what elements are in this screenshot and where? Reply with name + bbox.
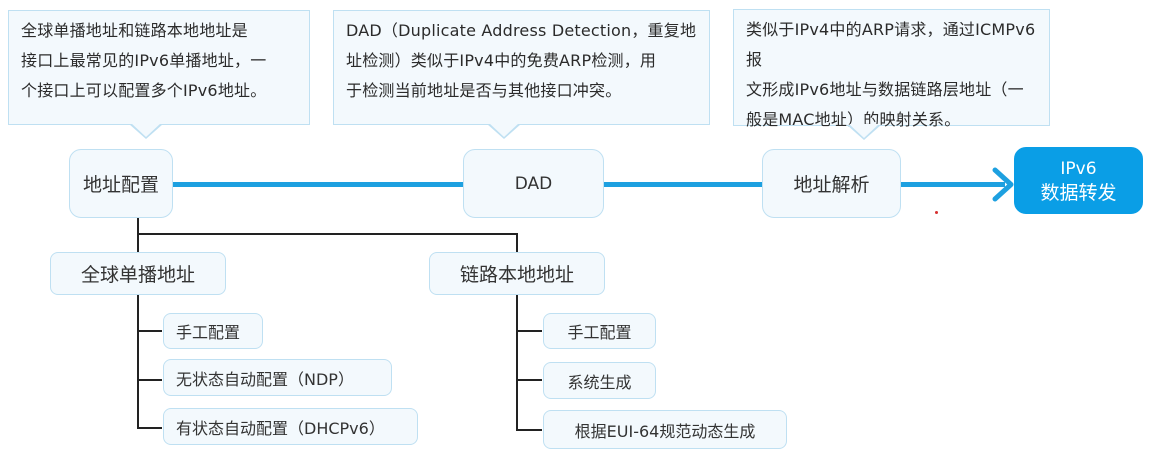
callout-line: 址检测）类似于IPv4中的免费ARP检测，用 (346, 51, 657, 70)
leaf-link-system[interactable]: 系统生成 (543, 362, 656, 399)
flow-step-address-resolution[interactable]: 地址解析 (762, 149, 901, 218)
branch-label: 全球单播地址 (80, 264, 195, 286)
leaf-label: 手工配置 (567, 323, 632, 342)
callout-line: 文形成IPv6地址与数据链路层地址（一 (746, 80, 1024, 99)
leaf-link-manual[interactable]: 手工配置 (543, 313, 656, 349)
callout-line: 类似于IPv4中的ARP请求，通过ICMPv6报 (746, 20, 1036, 69)
leaf-global-manual[interactable]: 手工配置 (163, 313, 263, 349)
tree-connector (516, 330, 542, 332)
flow-connector (171, 182, 465, 187)
cursor-dot (935, 211, 938, 214)
tree-connector (516, 295, 518, 430)
flow-step-ipv6-forwarding[interactable]: IPv6 数据转发 (1014, 147, 1143, 214)
callout-line: DAD（Duplicate Address Detection，重复地 (346, 21, 697, 40)
callout-address-resolution: 类似于IPv4中的ARP请求，通过ICMPv6报 文形成IPv6地址与数据链路层… (733, 9, 1050, 140)
flow-step-label: 地址配置 (82, 174, 159, 196)
leaf-global-stateful[interactable]: 有状态自动配置（DHCPv6） (163, 408, 418, 445)
final-step-line2: 数据转发 (1040, 181, 1117, 204)
tree-connector (516, 429, 542, 431)
flow-connector (899, 182, 1005, 187)
leaf-label: 系统生成 (567, 372, 632, 392)
callout-dad: DAD（Duplicate Address Detection，重复地 址检测）… (333, 10, 710, 139)
tree-connector (137, 218, 139, 234)
callout-line: 个接口上可以配置多个IPv6地址。 (21, 81, 267, 100)
callout-address-config: 全球单播地址和链路本地地址是 接口上最常见的IPv6单播地址，一 个接口上可以配… (8, 10, 310, 139)
branch-link-local[interactable]: 链路本地地址 (429, 252, 605, 295)
tree-connector (137, 295, 139, 428)
callout-line: 全球单播地址和链路本地地址是 (21, 21, 248, 40)
flow-connector (602, 182, 764, 187)
leaf-label: 有状态自动配置（DHCPv6） (176, 418, 385, 438)
callout-pointer (487, 123, 521, 139)
tree-connector (137, 427, 162, 429)
flow-step-address-config[interactable]: 地址配置 (69, 149, 173, 218)
tree-connector (516, 379, 542, 381)
tree-connector (137, 233, 518, 235)
leaf-label: 根据EUI-64规范动态生成 (574, 421, 756, 441)
tree-connector (137, 233, 139, 253)
callout-line: 接口上最常见的IPv6单播地址，一 (21, 51, 267, 70)
flow-step-dad[interactable]: DAD (463, 149, 604, 218)
tree-connector (137, 330, 162, 332)
branch-label: 链路本地地址 (459, 264, 574, 286)
branch-global-unicast[interactable]: 全球单播地址 (50, 252, 226, 295)
flow-step-label: 地址解析 (793, 174, 870, 196)
leaf-label: 手工配置 (176, 323, 241, 342)
leaf-global-stateless[interactable]: 无状态自动配置（NDP） (163, 359, 392, 396)
callout-line: 于检测当前地址是否与其他接口冲突。 (346, 81, 622, 100)
flow-step-label: DAD (514, 173, 553, 194)
tree-connector (516, 233, 518, 253)
callout-pointer (847, 124, 881, 140)
leaf-link-eui64[interactable]: 根据EUI-64规范动态生成 (543, 410, 787, 449)
leaf-label: 无状态自动配置（NDP） (176, 369, 354, 389)
tree-connector (137, 379, 162, 381)
callout-pointer (129, 123, 163, 139)
callout-line: 般是MAC地址）的映射关系。 (746, 110, 961, 129)
final-step-line1: IPv6 (1060, 158, 1097, 179)
